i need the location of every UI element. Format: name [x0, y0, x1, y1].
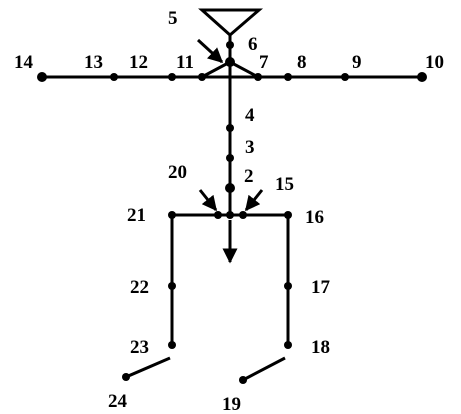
node-dot-24: [122, 373, 130, 381]
left-switch: [125, 356, 171, 379]
label-16: 16: [305, 207, 324, 228]
arrow-5: [196, 38, 224, 64]
label-12: 12: [129, 52, 148, 73]
right-switch: [242, 356, 286, 382]
node-dot-17: [284, 282, 292, 290]
label-4: 4: [245, 105, 255, 126]
node-dot-11: [198, 73, 206, 81]
label-2: 2: [244, 166, 254, 187]
node-dot-4: [226, 124, 234, 132]
label-14: 14: [14, 52, 34, 73]
node-dot-22: [168, 282, 176, 290]
node-dot-18: [284, 341, 292, 349]
label-24: 24: [108, 391, 128, 412]
label-20: 20: [168, 162, 187, 183]
node-dot-23: [168, 341, 176, 349]
node-dot-9: [341, 73, 349, 81]
node-dot-10: [417, 72, 427, 82]
node-dot-16: [284, 211, 292, 219]
node-dot-8: [284, 73, 292, 81]
label-9: 9: [352, 52, 362, 73]
label-21: 21: [127, 205, 146, 226]
node-dot-junction: [226, 211, 234, 219]
label-10: 10: [425, 52, 444, 73]
label-17: 17: [311, 277, 331, 298]
source-triangle: [198, 8, 264, 37]
label-5: 5: [168, 8, 178, 29]
node-dot-1: [225, 57, 235, 67]
label-6: 6: [248, 34, 258, 55]
node-dot-20: [214, 211, 222, 219]
label-3: 3: [245, 137, 255, 158]
label-11: 11: [176, 52, 194, 73]
node-dot-3: [226, 154, 234, 162]
node-dot-12: [168, 73, 176, 81]
node-dot-13: [110, 73, 118, 81]
node-dot-6: [226, 41, 234, 49]
label-23: 23: [130, 337, 149, 358]
node-dot-15: [239, 211, 247, 219]
arrow-15: [244, 189, 264, 212]
label-13: 13: [84, 52, 103, 73]
label-15: 15: [275, 174, 294, 195]
node-dot-19: [239, 376, 247, 384]
label-18: 18: [311, 337, 330, 358]
node-dot-7: [254, 73, 262, 81]
label-19: 19: [222, 394, 241, 414]
label-8: 8: [297, 52, 307, 73]
node-dot-2: [225, 183, 235, 193]
node-dot-14: [37, 72, 47, 82]
label-22: 22: [130, 277, 149, 298]
node-dot-21: [168, 211, 176, 219]
label-7: 7: [259, 52, 269, 73]
arrow-20: [198, 189, 218, 212]
